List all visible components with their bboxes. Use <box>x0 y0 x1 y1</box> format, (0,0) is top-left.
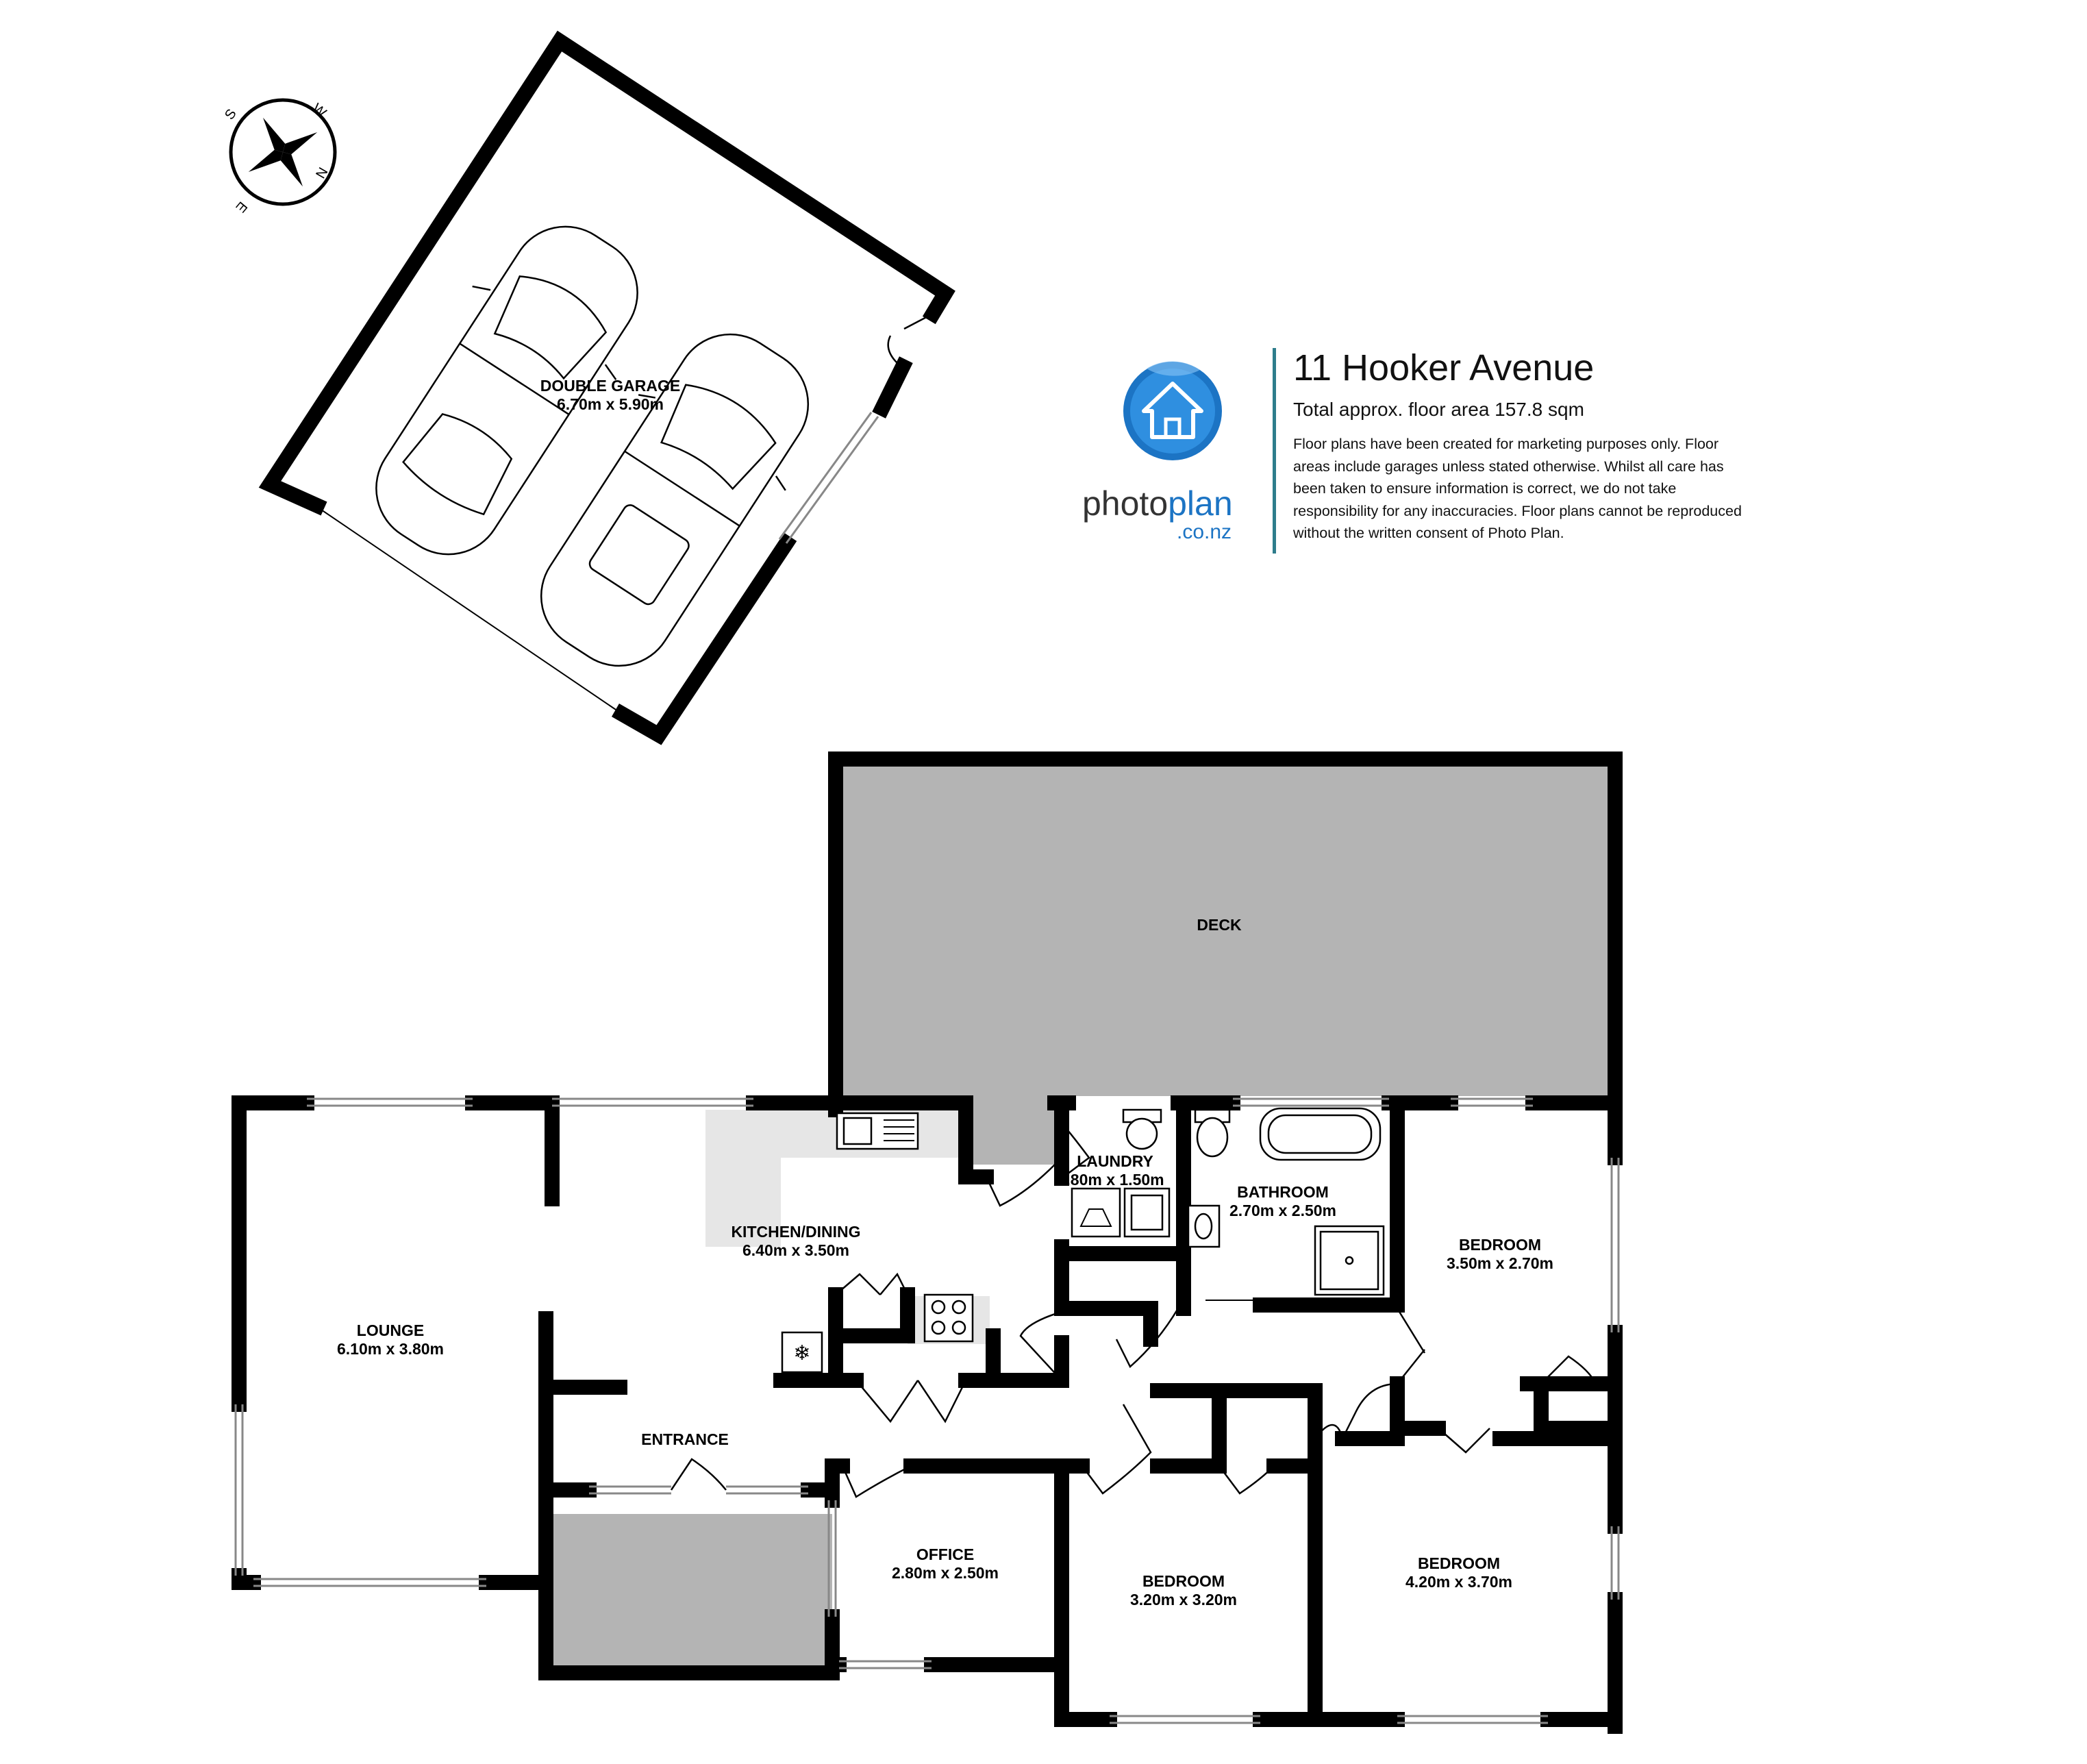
listing-address: 11 Hooker Avenue <box>1293 347 1595 388</box>
deck-name: DECK <box>1197 916 1242 934</box>
compass-icon <box>229 98 337 206</box>
double-garage <box>258 30 955 745</box>
brand-wordmark: photoplan <box>1082 484 1233 523</box>
car-1 <box>375 225 638 556</box>
bedroom-ne-size: 3.50m x 2.70m <box>1447 1254 1553 1272</box>
bedroom-mid-name: BEDROOM <box>1142 1572 1225 1590</box>
bedroom-mid-door <box>1082 1404 1152 1495</box>
office-door <box>841 1465 912 1498</box>
lounge-name: LOUNGE <box>357 1321 424 1339</box>
vanity-icon <box>1187 1204 1221 1248</box>
windows <box>234 1097 1620 1724</box>
garage-side-door <box>887 312 934 364</box>
bedroom-mid-size: 3.20m x 3.20m <box>1130 1591 1237 1608</box>
doors <box>670 1123 1597 1498</box>
washing-machine-icon <box>1071 1187 1121 1238</box>
laundry-tub-icon <box>1123 1187 1171 1238</box>
kitchen-size: 6.40m x 3.50m <box>742 1241 849 1259</box>
garage-size: 6.70m x 5.90m <box>557 395 664 413</box>
lounge-size: 6.10m x 3.80m <box>337 1340 444 1358</box>
garage-name: DOUBLE GARAGE <box>540 377 680 395</box>
laundry-name: LAUNDRY <box>1077 1152 1153 1170</box>
laundry-size: .80m x 1.50m <box>1066 1171 1164 1189</box>
listing-floor-area: Total approx. floor area 157.8 sqm <box>1293 399 1584 420</box>
bathroom-size: 2.70m x 2.50m <box>1229 1202 1336 1219</box>
brand-domain: .co.nz <box>1177 521 1232 543</box>
bedroom-se-name: BEDROOM <box>1418 1554 1500 1572</box>
garage-side-window <box>785 416 879 544</box>
bedroom-se-size: 4.20m x 3.70m <box>1405 1573 1512 1591</box>
office-name: OFFICE <box>916 1545 974 1563</box>
bathroom-toilet-icon <box>1194 1108 1231 1158</box>
shower-icon <box>1314 1225 1385 1296</box>
listing-disclaimer: Floor plans have been created for market… <box>1293 436 1742 541</box>
deck-step <box>973 1096 1055 1165</box>
laundry-toilet-icon <box>1122 1108 1162 1150</box>
entrance-door <box>670 1458 727 1491</box>
laundry-door <box>1061 1123 1090 1179</box>
office-size: 2.80m x 2.50m <box>892 1564 999 1582</box>
bedroom-se-door <box>1341 1349 1425 1439</box>
brand-divider <box>1273 348 1276 554</box>
bedroom-ne-name: BEDROOM <box>1459 1236 1541 1254</box>
garage-door-opening <box>316 506 623 715</box>
deck-area <box>836 759 1615 1096</box>
svg-text:❄: ❄ <box>793 1342 810 1365</box>
deck-door <box>985 1164 1055 1207</box>
kitchen-sink-icon <box>836 1112 919 1150</box>
house-logo-icon <box>1123 361 1222 460</box>
brand-word-accent: plan <box>1168 484 1233 523</box>
entrance-name: ENTRANCE <box>641 1430 729 1448</box>
cooktop-icon <box>923 1293 974 1343</box>
fridge-icon: ❄ <box>781 1331 823 1374</box>
bathroom-name: BATHROOM <box>1237 1183 1329 1201</box>
car-2 <box>540 333 810 667</box>
brand-word-main: photo <box>1082 484 1169 523</box>
bathtub-icon <box>1259 1107 1382 1161</box>
porch-area <box>546 1514 832 1673</box>
compass-letter-w: W <box>310 101 329 121</box>
house-walls <box>232 751 1623 1734</box>
kitchen-name: KITCHEN/DINING <box>731 1223 860 1241</box>
compass-letter-s: S <box>222 106 240 123</box>
compass-letter-e: E <box>233 199 250 215</box>
